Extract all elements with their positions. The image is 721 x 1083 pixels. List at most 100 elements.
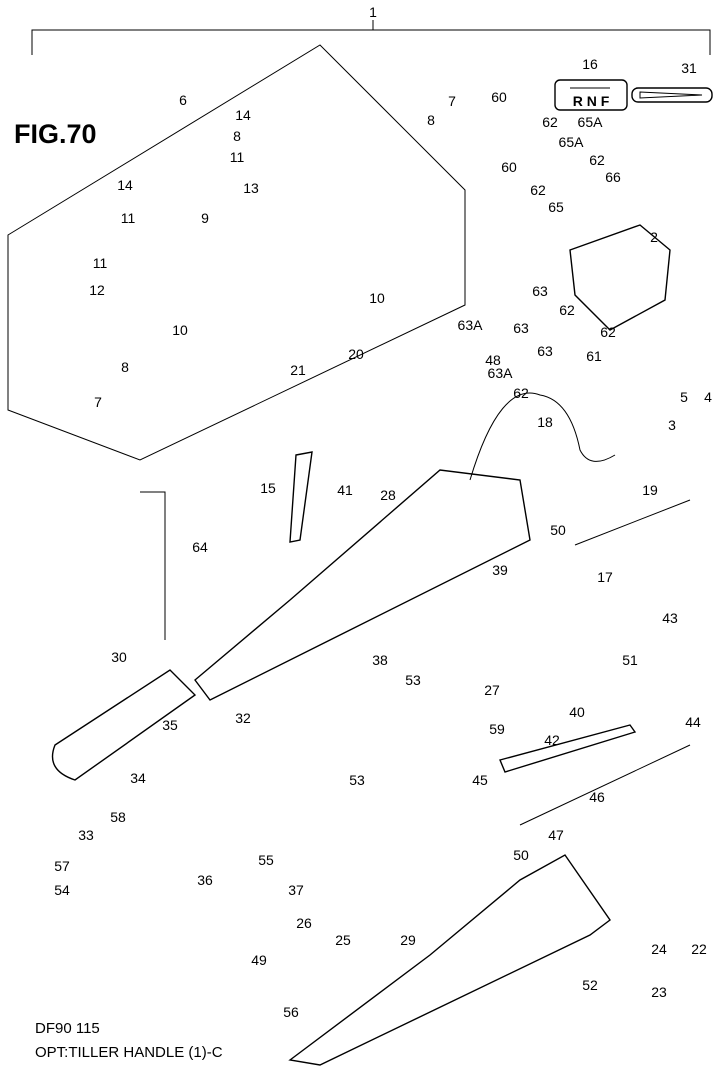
callout-32: 32 xyxy=(235,710,251,726)
callout-14: 14 xyxy=(235,107,251,123)
callout-29: 29 xyxy=(400,932,416,948)
callout-36: 36 xyxy=(197,872,213,888)
callout-43: 43 xyxy=(662,610,678,626)
callout-6: 6 xyxy=(179,92,187,108)
callout-47: 47 xyxy=(548,827,564,843)
callout-7: 7 xyxy=(448,93,456,109)
callout-17: 17 xyxy=(597,569,613,585)
callout-27: 27 xyxy=(484,682,500,698)
callout-31: 31 xyxy=(681,60,697,76)
bracket-1 xyxy=(31,20,711,55)
callout-10: 10 xyxy=(369,290,385,306)
callout-60: 60 xyxy=(501,159,517,175)
decal-31 xyxy=(631,87,713,103)
callout-37: 37 xyxy=(288,882,304,898)
callout-62: 62 xyxy=(559,302,575,318)
subassembly-box xyxy=(7,44,466,461)
cable-46 xyxy=(519,744,691,826)
callout-21: 21 xyxy=(290,362,306,378)
callout-8: 8 xyxy=(427,112,435,128)
cable-17 xyxy=(574,499,691,546)
callout-44: 44 xyxy=(685,714,701,730)
callout-26: 26 xyxy=(296,915,312,931)
callout-22: 22 xyxy=(691,941,707,957)
callout-45: 45 xyxy=(472,772,488,788)
callout-8: 8 xyxy=(233,128,241,144)
callout-15: 15 xyxy=(260,480,276,496)
callout-24: 24 xyxy=(651,941,667,957)
callout-59: 59 xyxy=(489,721,505,737)
decal-31-triangle xyxy=(639,91,703,99)
pin-64 xyxy=(140,491,166,640)
callout-35: 35 xyxy=(162,717,178,733)
callout-18: 18 xyxy=(537,414,553,430)
callout-62: 62 xyxy=(589,152,605,168)
callout-2: 2 xyxy=(650,229,658,245)
callout-65: 65 xyxy=(548,199,564,215)
callout-50: 50 xyxy=(513,847,529,863)
callout-65A: 65A xyxy=(559,134,585,150)
callout-9: 9 xyxy=(201,210,209,226)
callout-63A: 63A xyxy=(458,317,484,333)
throttle-grip xyxy=(51,669,197,781)
callout-12: 12 xyxy=(89,282,105,298)
bracket-29 xyxy=(288,854,611,1066)
callout-30: 30 xyxy=(111,649,127,665)
callout-11: 11 xyxy=(121,210,136,226)
callout-53: 53 xyxy=(349,772,365,788)
callout-50: 50 xyxy=(550,522,566,538)
callout-60: 60 xyxy=(491,89,507,105)
tiller-handle-body xyxy=(194,469,531,701)
callout-40: 40 xyxy=(569,704,585,720)
callout-7: 7 xyxy=(94,394,102,410)
callout-11: 11 xyxy=(93,255,108,271)
callout-49: 49 xyxy=(251,952,267,968)
callout-16: 16 xyxy=(582,56,598,72)
cable-18 xyxy=(469,392,616,481)
callout-63: 63 xyxy=(532,283,548,299)
callout-46: 46 xyxy=(589,789,605,805)
callout-62: 62 xyxy=(542,114,558,130)
callout-10: 10 xyxy=(172,322,188,338)
lever-15 xyxy=(289,451,313,543)
callout-38: 38 xyxy=(372,652,388,668)
footer-model: DF90 115 xyxy=(35,1020,100,1037)
callout-1: 1 xyxy=(369,4,377,20)
callout-62: 62 xyxy=(513,385,529,401)
callout-61: 61 xyxy=(586,348,602,364)
callout-3: 3 xyxy=(668,417,676,433)
figure-title: FIG.70 xyxy=(14,119,97,149)
callout-41: 41 xyxy=(337,482,353,498)
callout-20: 20 xyxy=(348,346,364,362)
bar-42 xyxy=(499,724,637,773)
callout-25: 25 xyxy=(335,932,351,948)
callout-62: 62 xyxy=(600,324,616,340)
callout-51: 51 xyxy=(622,652,638,668)
callout-33: 33 xyxy=(78,827,94,843)
callout-56: 56 xyxy=(283,1004,299,1020)
callout-54: 54 xyxy=(54,882,70,898)
callout-55: 55 xyxy=(258,852,274,868)
callout-62: 62 xyxy=(530,182,546,198)
bracket-2 xyxy=(569,224,671,331)
callout-52: 52 xyxy=(582,977,598,993)
shift-letters: R N F xyxy=(573,93,610,109)
callout-64: 64 xyxy=(192,539,208,555)
callout-63: 63 xyxy=(537,343,553,359)
callout-13: 13 xyxy=(243,180,259,196)
callout-19: 19 xyxy=(642,482,658,498)
callout-14: 14 xyxy=(117,177,133,193)
callout-65A: 65A xyxy=(578,114,604,130)
callout-23: 23 xyxy=(651,984,667,1000)
callout-4: 4 xyxy=(704,389,712,405)
callout-34: 34 xyxy=(130,770,146,786)
callout-5: 5 xyxy=(680,389,688,405)
callout-48: 48 xyxy=(485,352,501,368)
callout-28: 28 xyxy=(380,487,396,503)
callout-57: 57 xyxy=(54,858,70,874)
callout-53: 53 xyxy=(405,672,421,688)
callout-11: 11 xyxy=(230,149,245,165)
callout-8: 8 xyxy=(121,359,129,375)
